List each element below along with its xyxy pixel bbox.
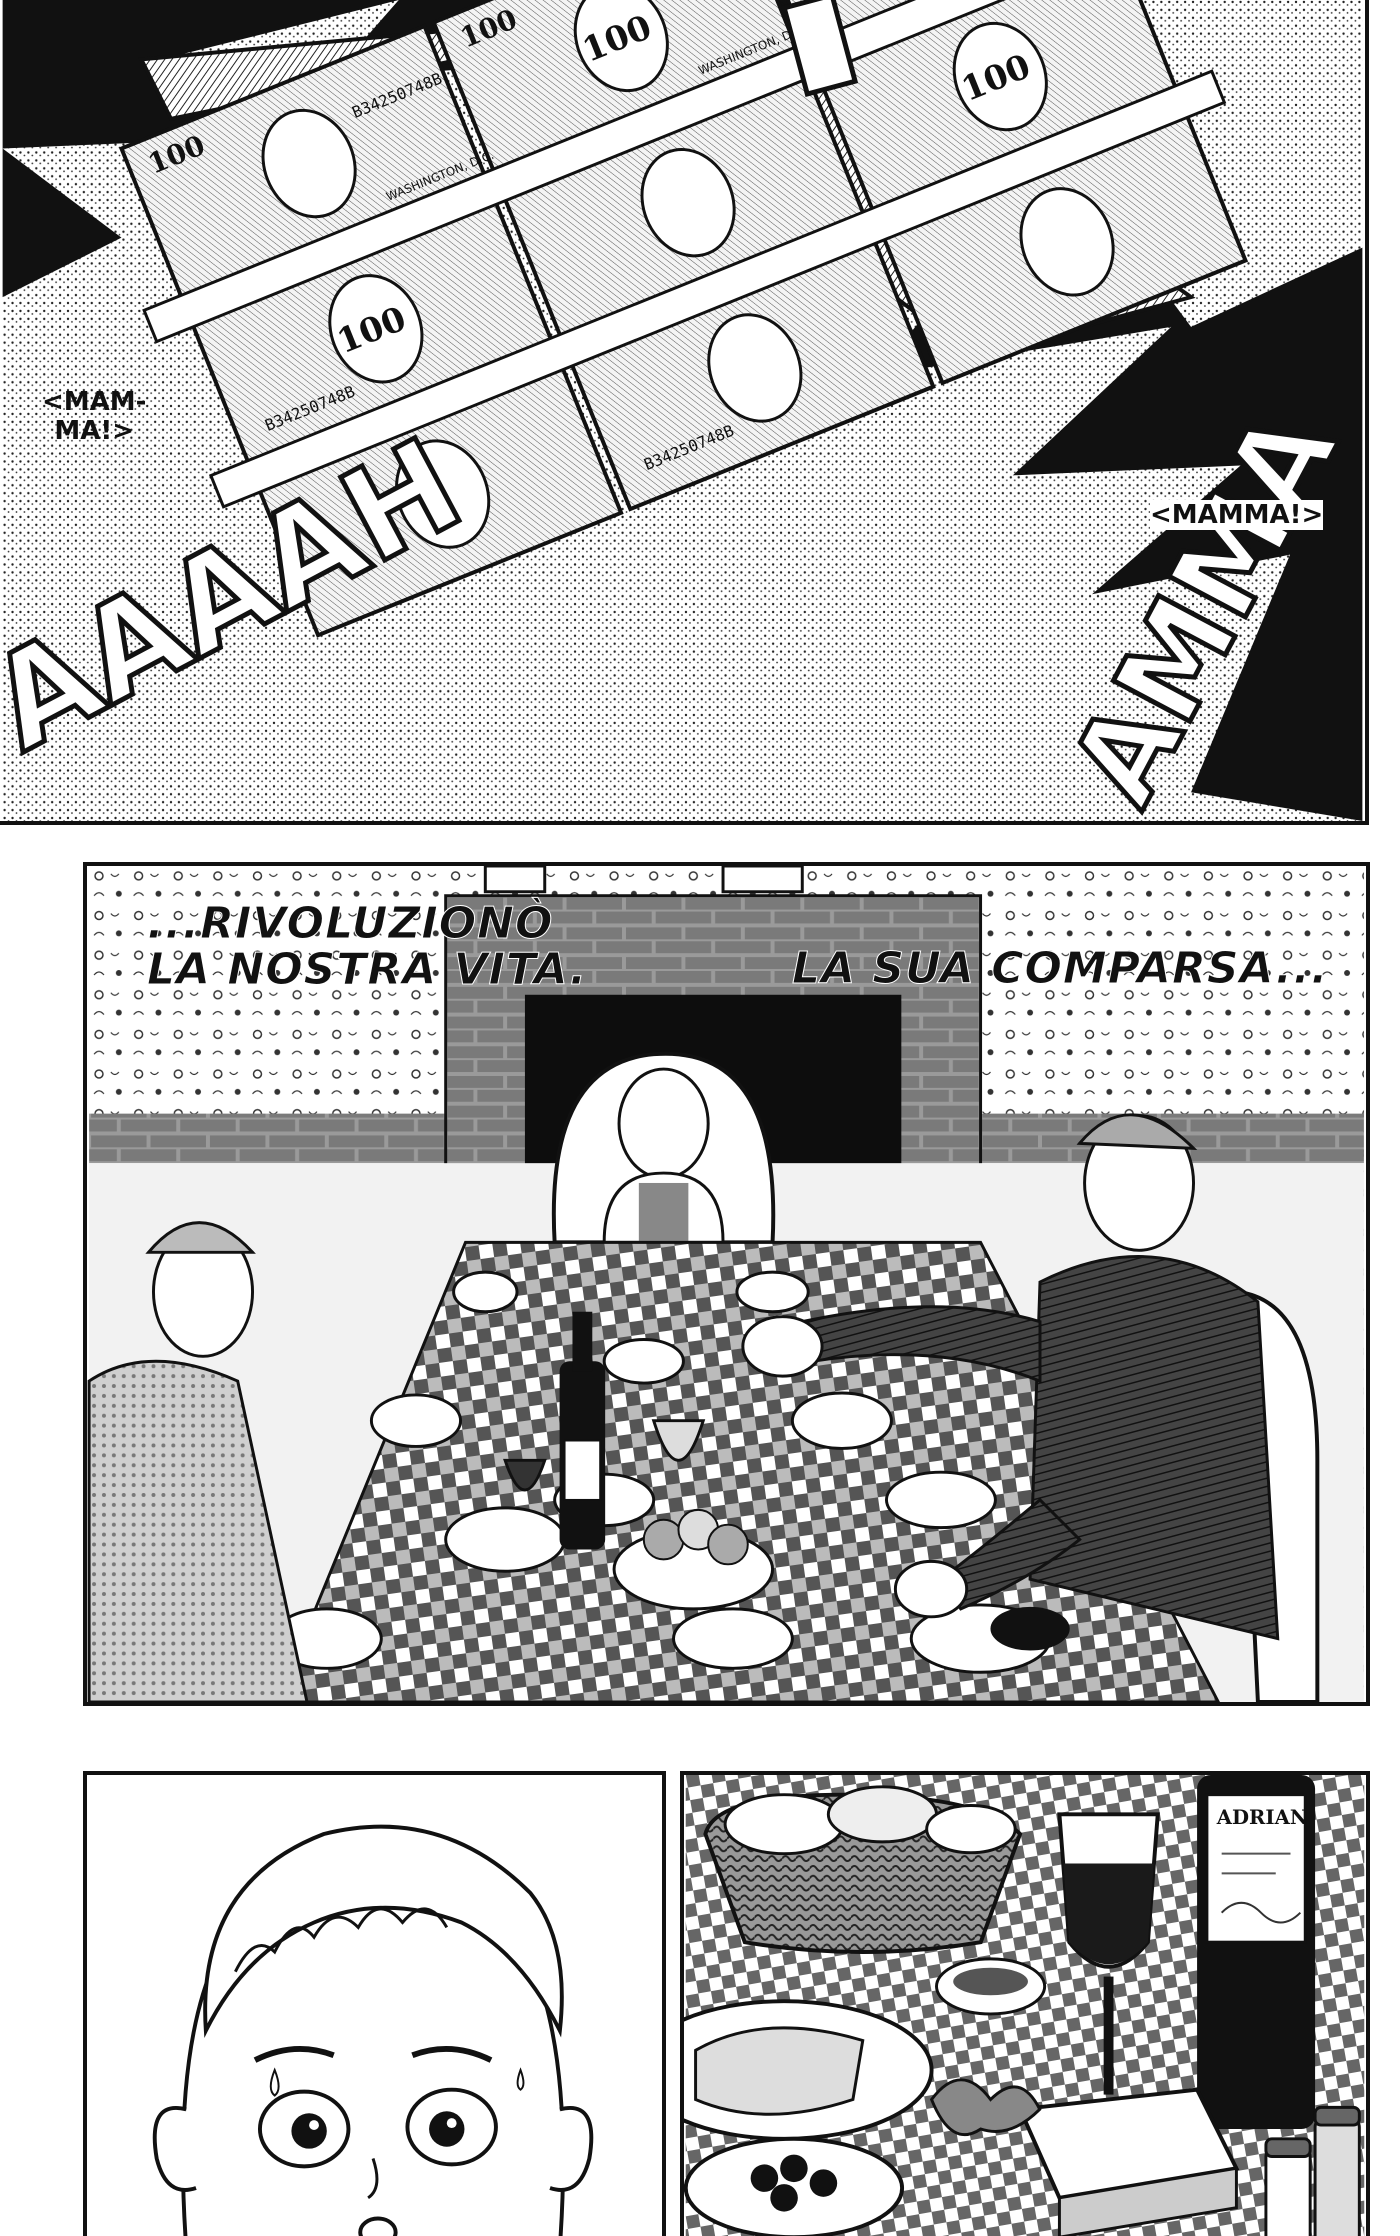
sfx-mamma-left: <MAM- MA!> (42, 387, 147, 446)
sfx-mamma-right: <MAMMA!> (1150, 500, 1324, 530)
banknote-stack: 100 100 100 100 100 100 B34250748B B3425… (118, 0, 1249, 638)
panel-food-closeup: ADRIAN (680, 1771, 1370, 2236)
dinner-illustration (87, 866, 1364, 1702)
money-illustration: 100 100 100 100 100 100 B34250748B B3425… (0, 0, 1365, 821)
panel-money: 100 100 100 100 100 100 B34250748B B3425… (0, 0, 1369, 825)
caption-line-2: LA NOSTRA VITA. (146, 944, 588, 996)
panel-dinner: LA SUA COMPARSA... ...RIVOLUZIONÒ LA NOS… (83, 862, 1370, 1706)
food-illustration: ADRIAN (684, 1775, 1365, 2236)
caption-rivoluziono: ...RIVOLUZIONÒ LA NOSTRA VITA. (146, 898, 588, 996)
wine-label: ADRIAN (1216, 1806, 1308, 1829)
boy-face-illustration (87, 1775, 662, 2236)
caption-line-1: ...RIVOLUZIONÒ (146, 898, 554, 949)
caption-la-sua-comparsa: LA SUA COMPARSA... (792, 943, 1329, 994)
panel-boy-face (83, 1771, 666, 2236)
